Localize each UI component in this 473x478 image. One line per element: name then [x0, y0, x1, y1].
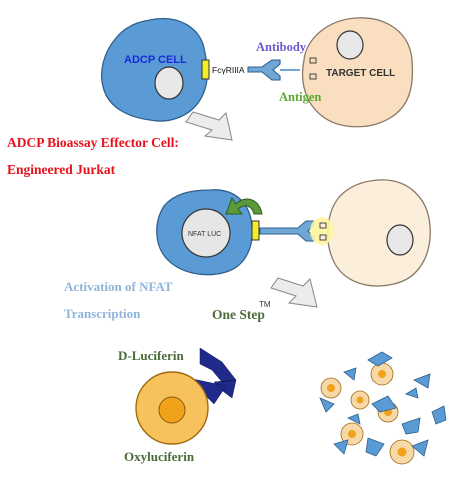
step-arrow-1 [185, 111, 233, 141]
one-step-label: One Step [212, 307, 265, 322]
membrane-fragment [365, 437, 385, 457]
membrane-fragment [367, 351, 393, 367]
lysed-core [348, 430, 356, 438]
lysed-core [356, 396, 364, 404]
target-cell-bound [327, 179, 431, 287]
membrane-fragment [347, 413, 361, 425]
membrane-fragment [431, 405, 447, 425]
membrane-fragment [411, 439, 429, 457]
membrane-fragment [405, 387, 419, 399]
adcp-cell [101, 18, 208, 122]
trademark-label: TM [259, 300, 271, 309]
membrane-fragment [371, 395, 397, 413]
antigen-label: Antigen [279, 90, 321, 104]
nfat-luc-label: NFAT LUC [188, 231, 221, 238]
adcp-cell-label: ADCP CELL [124, 54, 187, 66]
lysed-core [397, 447, 407, 457]
d-luciferin-label: D-Luciferin [118, 348, 184, 363]
membrane-fragment [343, 367, 357, 381]
antigen-glow [310, 217, 334, 245]
antigen-bump [309, 73, 317, 80]
antibody-label: Antibody [256, 40, 307, 54]
oxyluciferin-label: Oxyluciferin [124, 449, 195, 464]
effector-heading-line2: Engineered Jurkat [7, 162, 116, 177]
membrane-fragment [319, 397, 335, 413]
effector-heading-line1: ADCP Bioassay Effector Cell: [7, 135, 179, 150]
target-cell-label: TARGET CELL [326, 68, 395, 79]
antigen-bump [319, 222, 327, 229]
activation-line1: Activation of NFAT [64, 279, 173, 294]
membrane-fragment [413, 373, 431, 389]
panel-detection: D-Luciferin Oxyluciferin [118, 347, 447, 465]
adcp-cell-nucleus [154, 66, 184, 100]
lysed-cells [319, 351, 447, 465]
lysed-core [327, 384, 335, 392]
membrane-fragment [401, 417, 421, 435]
panel-activation: NFAT LUC Activation of NFAT Transcriptio… [64, 179, 431, 322]
fc-receptor-label: FcγRIIIA [212, 65, 245, 75]
target-cell-nucleus [336, 30, 364, 60]
antibody [247, 59, 281, 81]
target-cell-bound-nucleus [386, 224, 414, 256]
activation-line2: Transcription [64, 306, 141, 321]
antigen-bump [319, 234, 327, 241]
lysed-core [378, 370, 386, 378]
jurkat-receptor [251, 220, 260, 241]
jurkat-antibody [259, 220, 315, 242]
target-cell [301, 17, 414, 128]
antigen-bump [309, 57, 317, 64]
panel-binding: ADCP CELL FcγRIIIA TARGET CELL Antibody … [101, 17, 414, 141]
luciferase-core [158, 396, 186, 424]
fc-receptor [201, 59, 210, 80]
signal-arrow [225, 196, 263, 215]
jurkat-nucleus [181, 208, 231, 258]
membrane-fragment [333, 439, 349, 455]
step-arrow-2 [270, 277, 318, 308]
